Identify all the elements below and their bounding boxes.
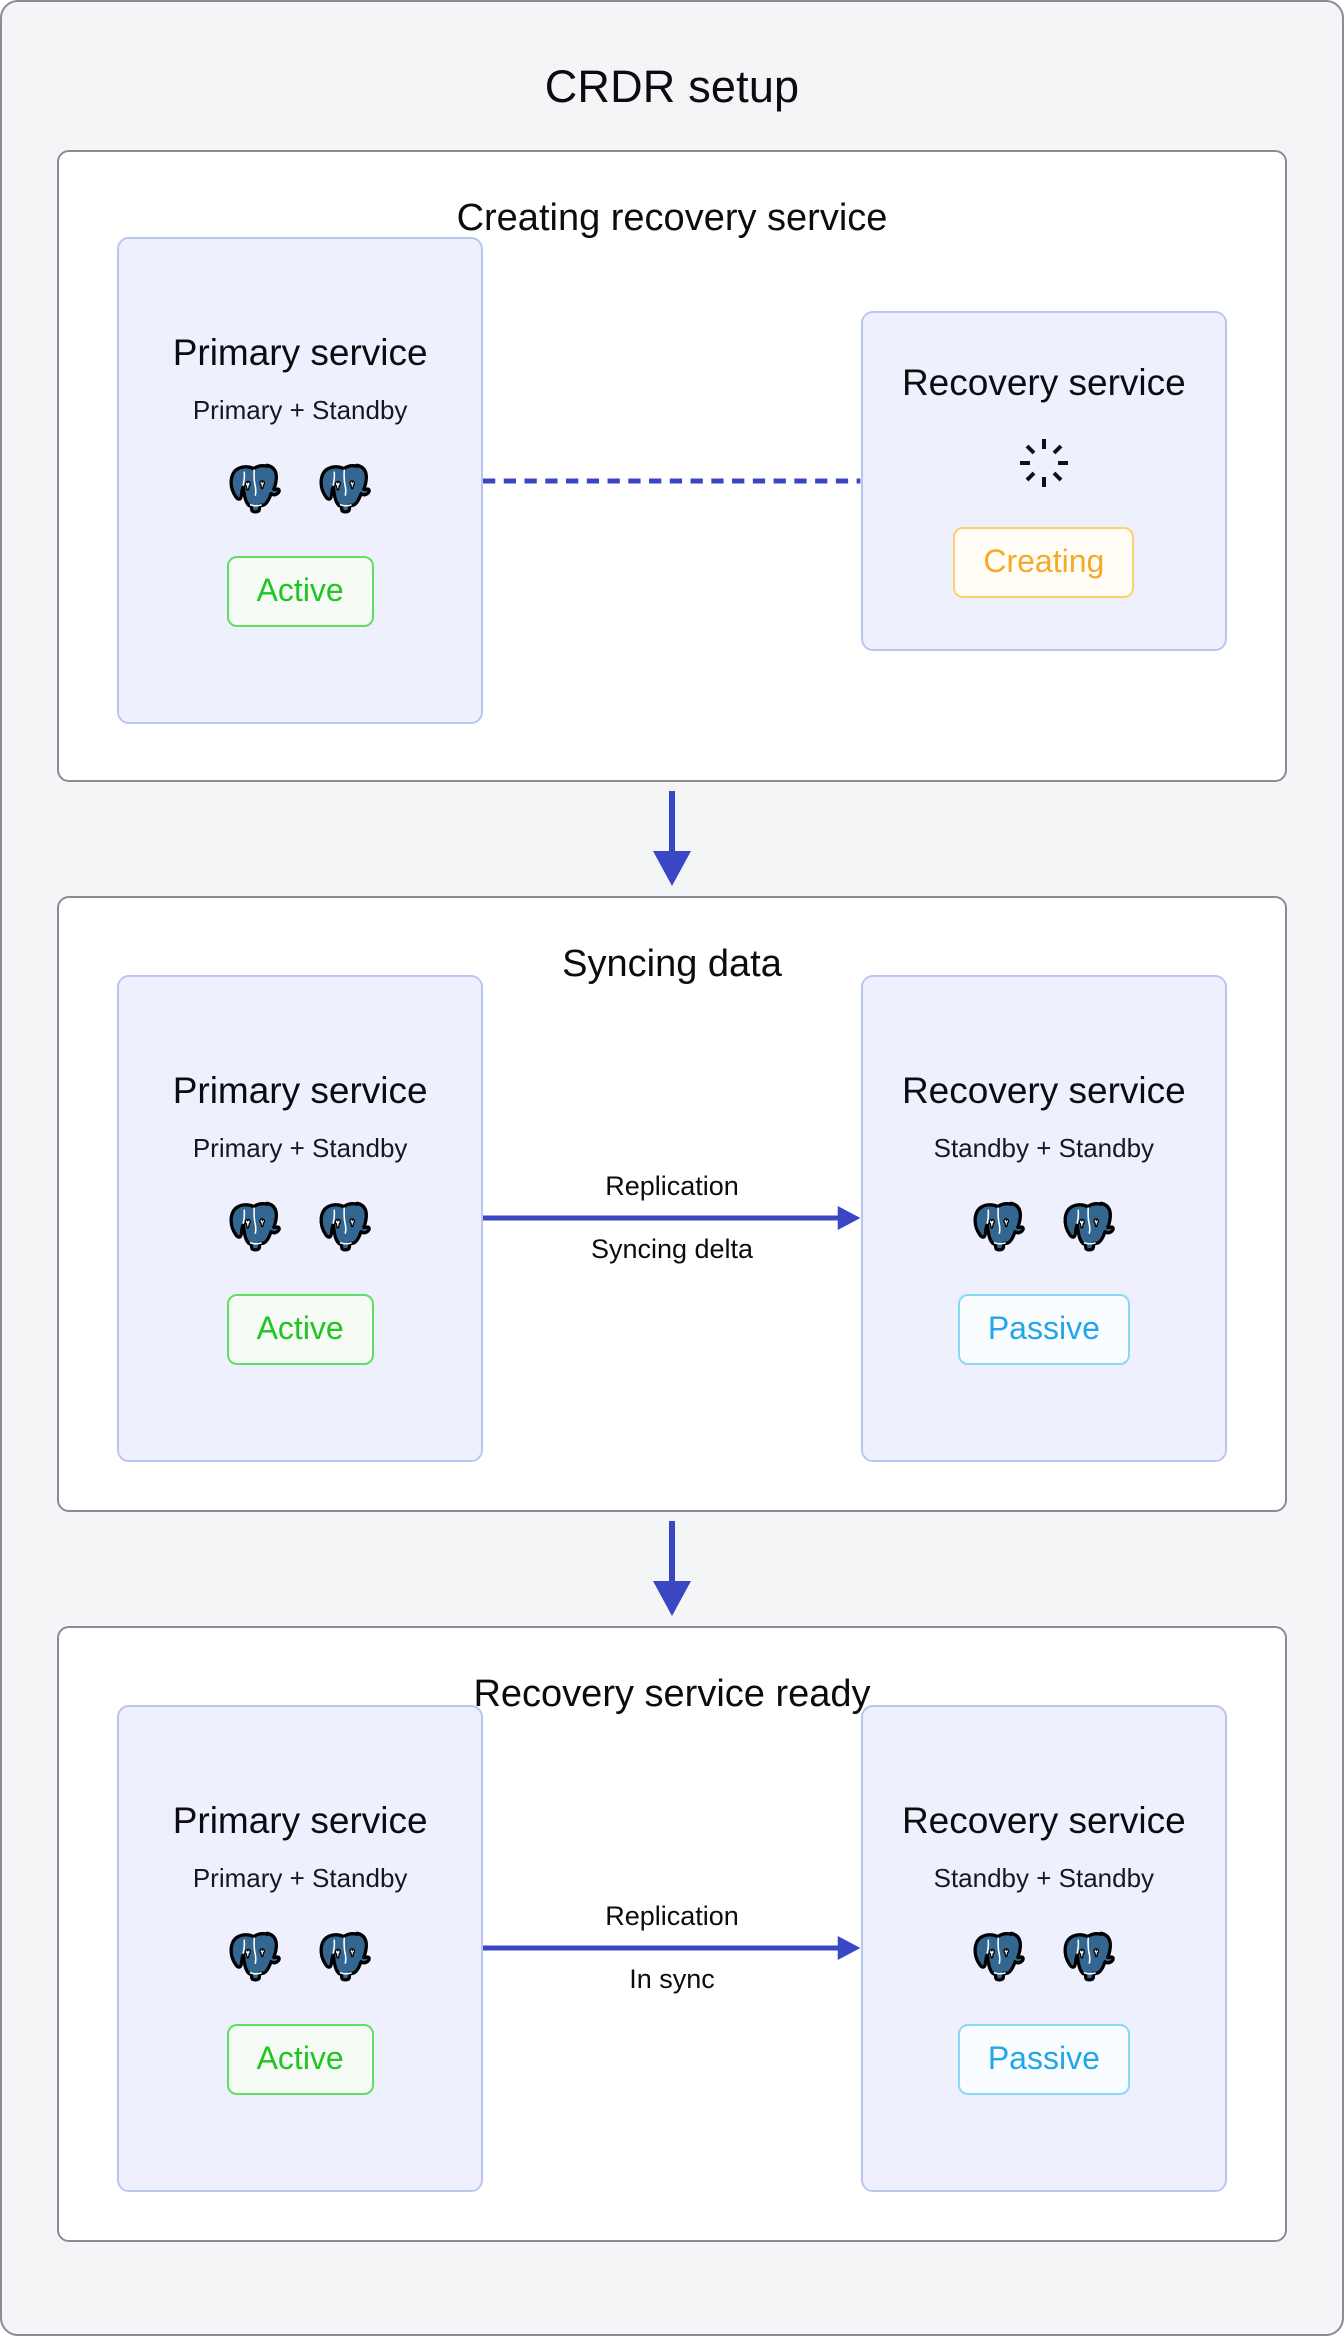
recovery-service-card[interactable]: Recovery service: [860, 310, 1227, 651]
stage-panel-syncing: Syncing data Primary service Primary + S…: [57, 896, 1287, 1512]
stage-panel-ready: Recovery service ready Primary service P…: [57, 1626, 1287, 2242]
service-name: Primary service: [172, 1799, 428, 1841]
node-list: [224, 458, 376, 520]
node-list: [224, 1196, 376, 1258]
service-subtitle: Primary + Standby: [192, 1132, 408, 1163]
postgres-elephant-icon: [968, 1926, 1030, 1988]
status-badge: Creating: [953, 526, 1135, 598]
postgres-elephant-icon: [1058, 1926, 1120, 1988]
diagram-title: CRDR setup: [544, 61, 800, 112]
connector-bottom-label: In sync: [629, 1964, 715, 1994]
node-list: [968, 1926, 1120, 1988]
stage-title: Syncing data: [562, 943, 782, 985]
connector-line: [483, 1930, 861, 1966]
status-badge: Active: [226, 1293, 374, 1365]
postgres-elephant-icon: [224, 1196, 286, 1258]
stage-transition-arrow: [57, 782, 1287, 896]
postgres-elephant-icon: [314, 1196, 376, 1258]
postgres-elephant-icon: [224, 1926, 286, 1988]
connector-dashed: [483, 401, 861, 561]
service-name: Recovery service: [901, 361, 1186, 403]
connector-line: [483, 463, 861, 499]
postgres-elephant-icon: [1058, 1196, 1120, 1258]
stage-title: Recovery service ready: [473, 1673, 871, 1715]
service-subtitle: Standby + Standby: [933, 1862, 1155, 1893]
postgres-elephant-icon: [314, 1926, 376, 1988]
status-badge: Active: [226, 556, 374, 627]
stage-body: Primary service Primary + Standby: [59, 1704, 1285, 2192]
stage-panel-creating: Creating recovery service Primary servic…: [57, 150, 1287, 782]
postgres-elephant-icon: [224, 458, 286, 520]
service-name: Primary service: [172, 1069, 428, 1111]
primary-service-card[interactable]: Primary service Primary + Standby: [117, 1704, 484, 2192]
primary-service-card[interactable]: Primary service Primary + Standby: [117, 974, 484, 1462]
service-name: Primary service: [172, 332, 428, 373]
stage-transition-arrow: [57, 1512, 1287, 1626]
primary-service-card[interactable]: Primary service Primary + Standby: [117, 237, 484, 724]
connector-top-label: Replication: [605, 1171, 739, 1201]
stage-body: Primary service Primary + Standby: [59, 237, 1285, 724]
connector-line: [483, 1200, 861, 1236]
service-subtitle: Standby + Standby: [933, 1132, 1155, 1163]
recovery-service-card[interactable]: Recovery service Standby + Standby: [860, 974, 1227, 1462]
node-list: [968, 1196, 1120, 1258]
recovery-service-card[interactable]: Recovery service Standby + Standby: [860, 1704, 1227, 2192]
service-name: Recovery service: [901, 1799, 1186, 1841]
connector-replication: Replication In sync: [483, 1868, 861, 2028]
connector-bottom-label: Syncing delta: [590, 1234, 754, 1264]
stage-body: Primary service Primary + Standby: [59, 974, 1285, 1462]
loading-spinner-icon: [1016, 435, 1072, 491]
service-subtitle: Primary + Standby: [192, 395, 408, 425]
connector-top-label: Replication: [605, 1901, 739, 1931]
status-badge: Passive: [957, 1293, 1130, 1365]
status-badge: Passive: [957, 2023, 1130, 2095]
postgres-elephant-icon: [968, 1196, 1030, 1258]
connector-replication: Replication Syncing delta: [483, 1138, 861, 1298]
status-badge: Active: [226, 2023, 374, 2095]
service-subtitle: Primary + Standby: [192, 1862, 408, 1893]
node-list: [224, 1926, 376, 1988]
stage-title: Creating recovery service: [456, 197, 888, 239]
postgres-elephant-icon: [314, 458, 376, 520]
service-name: Recovery service: [901, 1069, 1186, 1111]
stages-container: Creating recovery service Primary servic…: [57, 109, 1287, 2242]
